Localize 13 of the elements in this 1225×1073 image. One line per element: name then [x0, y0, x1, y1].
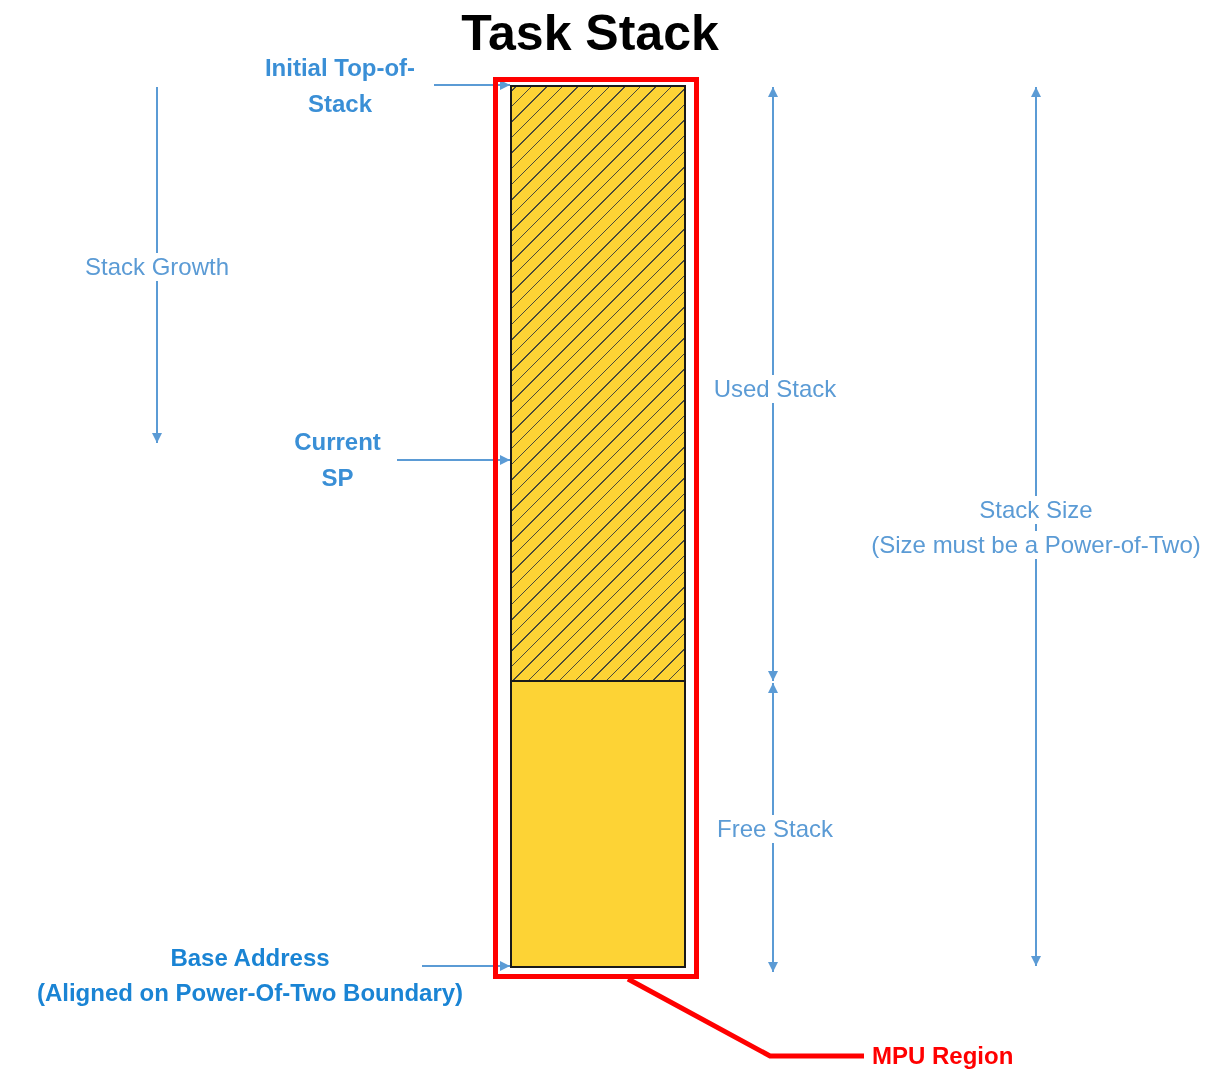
arrow	[433, 80, 511, 90]
callout-text: Current SP	[294, 428, 381, 491]
callout-text: MPU Region	[872, 1042, 1014, 1069]
title: Task Stack	[460, 4, 720, 62]
callout-text: (Aligned on Power-Of-Two Boundary)	[36, 979, 464, 1006]
callout-text: Initial Top-of-Stack	[264, 54, 416, 117]
used-stack-block	[510, 85, 686, 682]
mpu-region-outline	[493, 77, 699, 979]
callout-text: Base Address	[170, 944, 330, 971]
free-stack-block	[510, 680, 686, 968]
leader-line	[626, 976, 864, 1059]
arrow	[396, 455, 511, 465]
arrow	[421, 961, 511, 971]
